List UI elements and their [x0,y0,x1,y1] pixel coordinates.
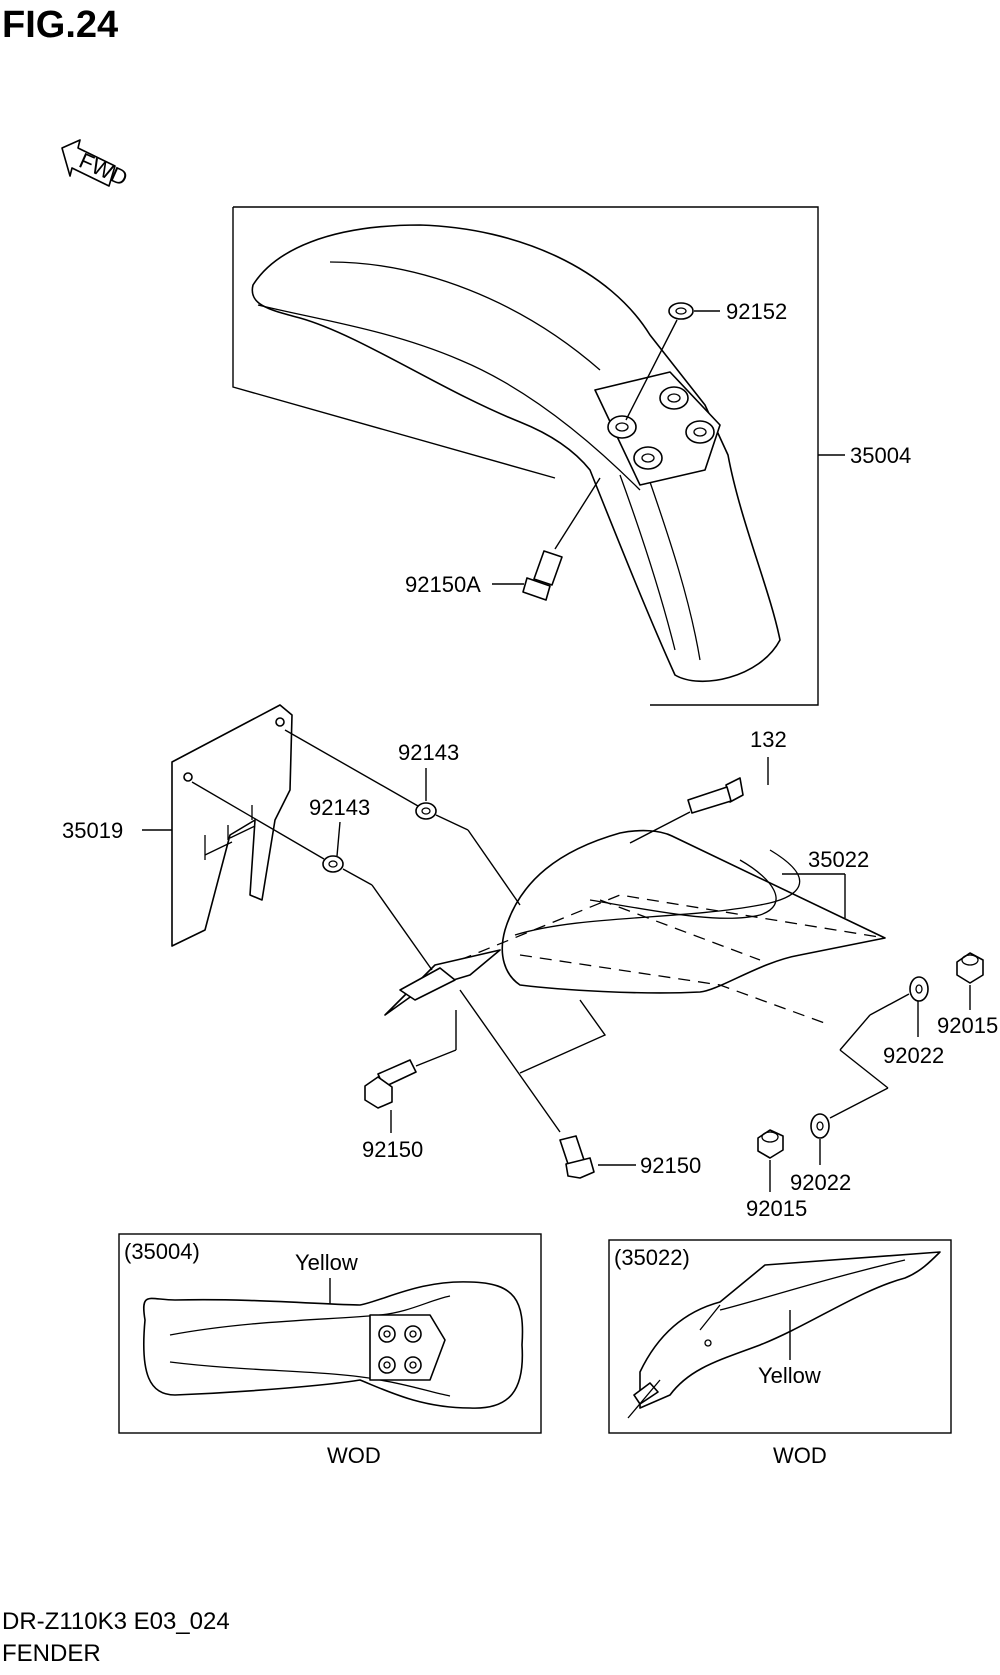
bolt-92150A [522,550,563,601]
label-35022: 35022 [808,847,869,872]
rear-fender-group: 35019 35022 132 92143 [62,704,998,1221]
label-132: 132 [750,727,787,752]
inset-35022-ref: (35022) [614,1245,690,1270]
fwd-label: FWD [75,148,131,191]
washer-92143-lower [322,855,344,873]
inset-35022-caption: WOD [773,1443,827,1468]
washer-92143-upper [415,802,437,820]
washer-92152 [668,302,694,320]
inset-35022-note: Yellow [758,1363,821,1388]
inset-35022: (35022) Yellow WOD [608,1239,952,1468]
washer-92022-lower [810,1113,830,1139]
bolt-92150-left [364,1059,417,1109]
model-code: DR-Z110K3 E03_024 [2,1608,230,1635]
label-92150-center: 92150 [640,1153,701,1178]
front-fender-mount-holes [607,386,715,470]
label-92022-right: 92022 [883,1043,944,1068]
screw-132 [687,777,744,814]
nut-92015-right [956,952,984,984]
label-92150A: 92150A [405,572,481,597]
section-name: FENDER [2,1640,101,1667]
inset-35004-caption: WOD [327,1443,381,1468]
label-35004: 35004 [850,443,911,468]
nut-92015-lower [757,1129,784,1159]
label-92143-lower: 92143 [309,795,370,820]
label-92015-right: 92015 [937,1013,998,1038]
front-fender-group: 92152 35004 92150A [232,206,911,706]
figure-title: FIG.24 [2,4,119,46]
front-fender-35004 [251,224,781,683]
inset-35004: (35004) Yellow WOD [118,1233,542,1468]
label-92022-lower: 92022 [790,1170,851,1195]
mud-flap-35019 [171,704,293,947]
bolt-92150-center [559,1135,595,1179]
label-92015-lower: 92015 [746,1196,807,1221]
inset-35004-note: Yellow [295,1250,358,1275]
rear-fender-35022 [501,829,886,994]
label-92152: 92152 [726,299,787,324]
washer-92022-right [909,976,929,1002]
fwd-arrow-icon: FWD [61,139,131,191]
inset-35004-ref: (35004) [124,1239,200,1264]
label-35019: 35019 [62,818,123,843]
label-92150-left: 92150 [362,1137,423,1162]
label-92143-upper: 92143 [398,740,459,765]
